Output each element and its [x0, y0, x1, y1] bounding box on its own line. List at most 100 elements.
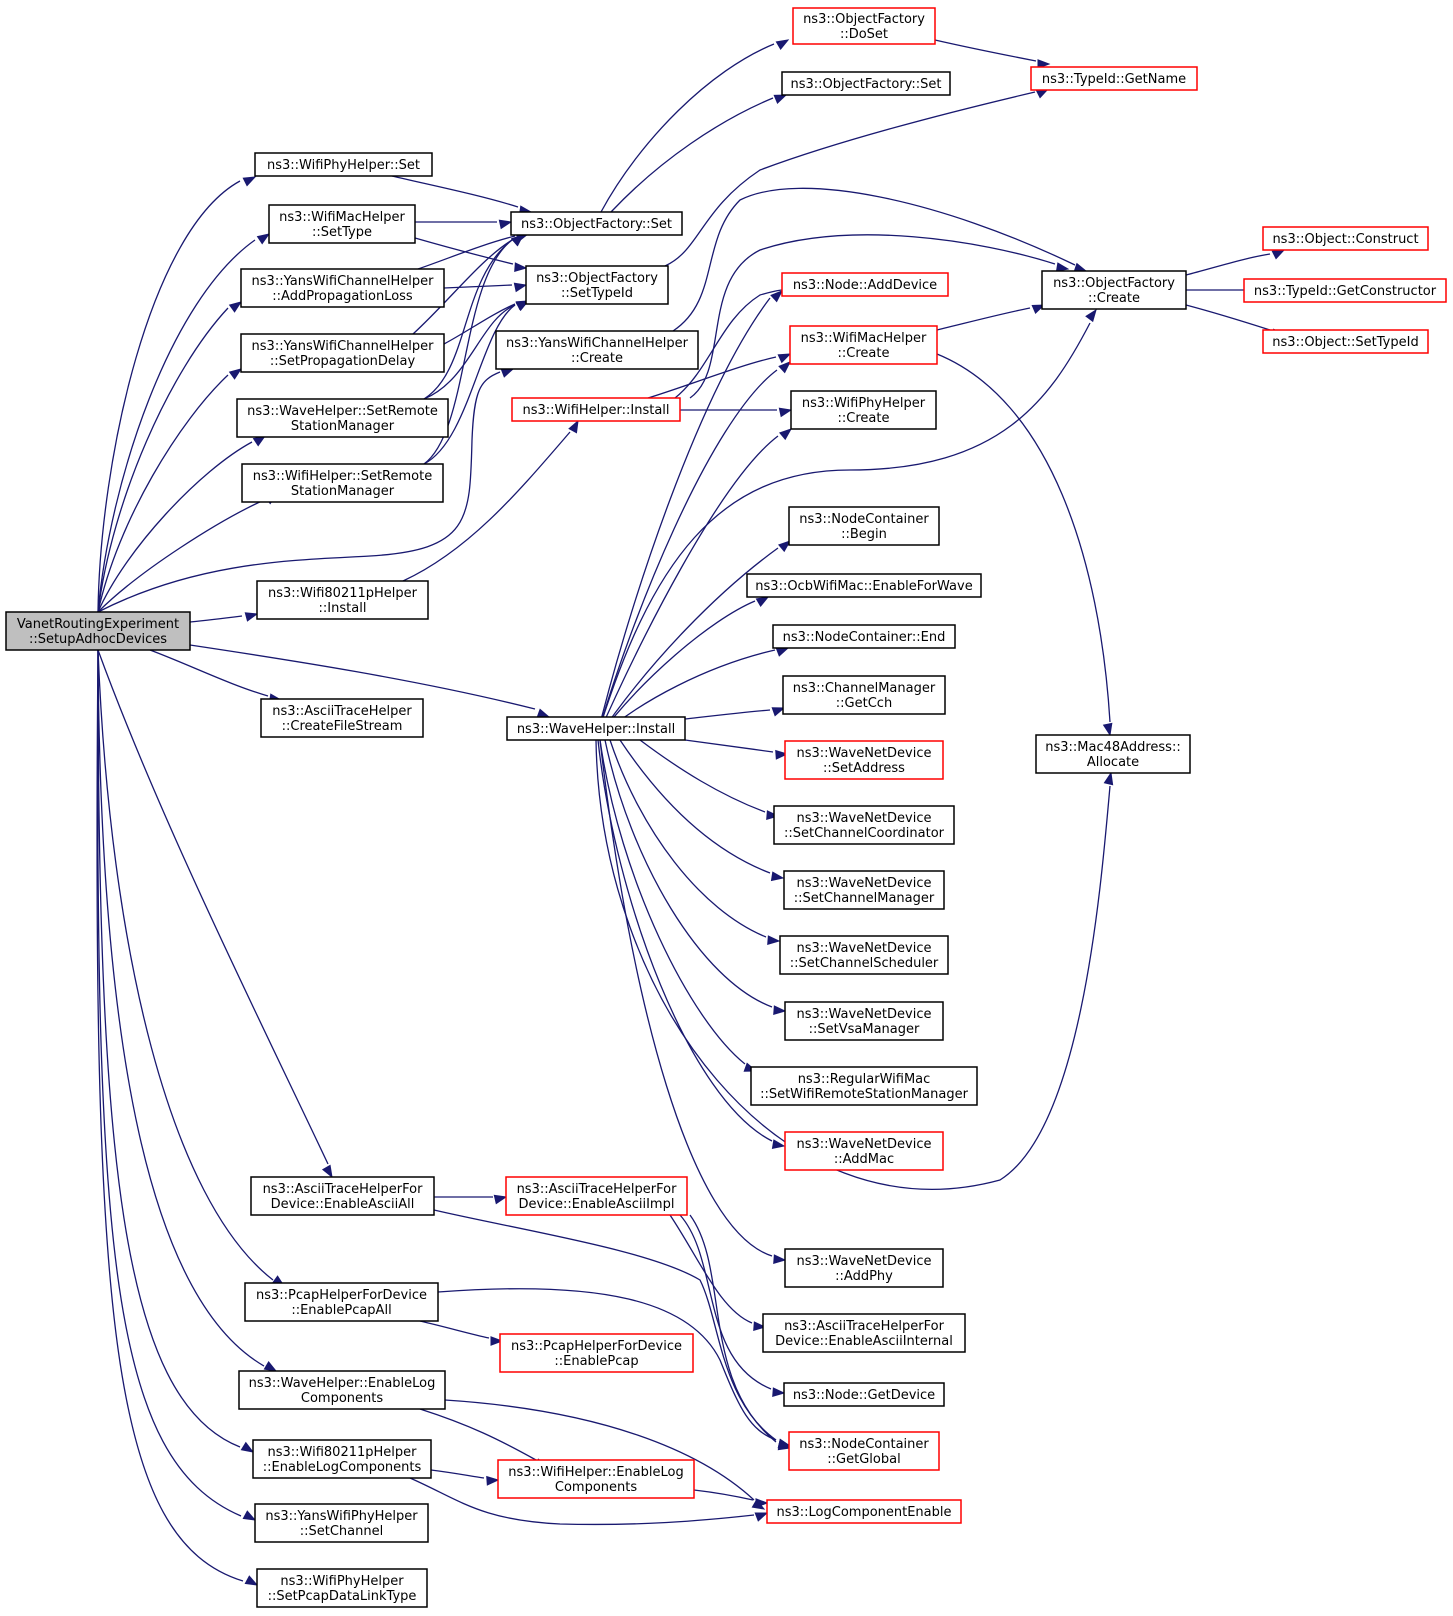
- edge-wifimac_settype-to-of_settypeid: [414, 237, 514, 265]
- node-label-line: StationManager: [291, 419, 395, 434]
- node-ascii-createfilestream[interactable]: ns3::AsciiTraceHelper::CreateFileStream: [260, 698, 424, 738]
- arrowhead-ascii_enableimpl-to-ascii_enableinternal: [753, 1321, 767, 1332]
- arrowhead-wave_install-to-wnd_setchcoord: [766, 810, 780, 820]
- node-obj-settypeid[interactable]: ns3::Object::SetTypeId: [1262, 329, 1429, 354]
- node-box: [762, 1313, 966, 1353]
- node-cm-getcch[interactable]: ns3::ChannelManager::GetCch: [782, 675, 946, 715]
- node-wifiphy-set[interactable]: ns3::WifiPhyHelper::Set: [254, 152, 433, 177]
- node-wifiphy-create[interactable]: ns3::WifiPhyHelper::Create: [790, 390, 937, 430]
- node-box: [788, 1431, 940, 1471]
- node-obj-construct[interactable]: ns3::Object::Construct: [1262, 226, 1429, 251]
- node-box: [788, 506, 940, 546]
- node-wifimac-settype[interactable]: ns3::WifiMacHelper::SetType: [268, 204, 416, 244]
- node-of-settypeid[interactable]: ns3::ObjectFactory::SetTypeId: [525, 265, 669, 305]
- node-of-set[interactable]: ns3::ObjectFactory::Set: [510, 211, 683, 236]
- arrowhead-wifi_enablelog-to-log_enable: [755, 1498, 769, 1508]
- node-label-line: ::EnablePcapAll: [291, 1303, 391, 1318]
- node-nc-begin[interactable]: ns3::NodeContainer::Begin: [788, 506, 940, 546]
- node-node-getdevice[interactable]: ns3::Node::GetDevice: [783, 1382, 945, 1407]
- node-wave-install[interactable]: ns3::WaveHelper::Install: [506, 716, 686, 741]
- node-pcap-enablepcap[interactable]: ns3::PcapHelperForDevice::EnablePcap: [499, 1333, 694, 1373]
- node-wnd-setchcoord[interactable]: ns3::WaveNetDevice::SetChannelCoordinato…: [773, 805, 955, 845]
- arrowhead-root-to-ascii_enableall: [321, 1164, 333, 1179]
- node-box: [773, 805, 955, 845]
- node-box: [784, 1248, 944, 1288]
- node-label-line: Device::EnableAsciiInternal: [775, 1334, 953, 1349]
- node-ascii-enableinternal[interactable]: ns3::AsciiTraceHelperForDevice::EnableAs…: [762, 1313, 966, 1353]
- node-label-line: ::SetTypeId: [561, 286, 633, 301]
- node-rwm-setremote[interactable]: ns3::RegularWifiMac::SetWifiRemoteStatio…: [750, 1066, 978, 1106]
- node-of-create[interactable]: ns3::ObjectFactory::Create: [1041, 270, 1187, 310]
- node-of-set2[interactable]: ns3::ObjectFactory::Set: [781, 71, 951, 96]
- node-wnd-setaddress[interactable]: ns3::WaveNetDevice::SetAddress: [784, 740, 944, 780]
- node-pcap-enableall[interactable]: ns3::PcapHelperForDevice::EnablePcapAll: [244, 1282, 439, 1322]
- node-label-line: ns3::WaveNetDevice: [796, 1007, 931, 1022]
- node-box: [746, 573, 982, 598]
- node-nc-end[interactable]: ns3::NodeContainer::End: [772, 624, 956, 649]
- edge-wave_install-to-wnd_addphy: [599, 739, 773, 1257]
- arrowhead-wifi_setremote-to-of_settypeid: [515, 300, 530, 312]
- node-wifi-install[interactable]: ns3::WifiHelper::Install: [511, 397, 681, 422]
- arrowhead-wave_install-to-wnd_setchmgr: [770, 871, 785, 882]
- edge-wifimac_create-to-of_create: [936, 307, 1031, 331]
- node-label-line: ns3::WaveNetDevice: [796, 811, 931, 826]
- node-label-line: ::GetCch: [836, 696, 892, 711]
- node-label-line: ::EnableLogComponents: [263, 1460, 422, 1475]
- edge-wifi80211p_enablelog-to-wifi_enablelog: [430, 1469, 485, 1479]
- node-wave-enablelog[interactable]: ns3::WaveHelper::EnableLogComponents: [238, 1370, 446, 1410]
- node-label-line: ns3::TypeId::GetName: [1042, 72, 1186, 87]
- edge-wave_install-to-wifiphy_create: [595, 435, 779, 741]
- node-log-enable[interactable]: ns3::LogComponentEnable: [766, 1499, 962, 1524]
- node-wifi-enablelog[interactable]: ns3::WifiHelper::EnableLogComponents: [497, 1459, 695, 1499]
- node-label-line: ns3::ObjectFactory: [536, 271, 658, 286]
- node-ascii-enableimpl[interactable]: ns3::AsciiTraceHelperForDevice::EnableAs…: [505, 1176, 688, 1216]
- node-ascii-enableall[interactable]: ns3::AsciiTraceHelperForDevice::EnableAs…: [250, 1176, 435, 1216]
- node-wnd-setvsa[interactable]: ns3::WaveNetDevice::SetVsaManager: [784, 1001, 944, 1041]
- node-wifiphy-setpcap[interactable]: ns3::WifiPhyHelper::SetPcapDataLinkType: [256, 1568, 428, 1608]
- arrowhead-root-to-yansphy_setchannel: [242, 1510, 257, 1521]
- arrowhead-wave_install-to-wnd_setaddress: [775, 749, 789, 760]
- node-typeid-getctor[interactable]: ns3::TypeId::GetConstructor: [1243, 278, 1447, 303]
- arrowhead-of_create-to-obj_construct: [1271, 249, 1286, 260]
- node-box: [497, 1459, 695, 1499]
- arrowhead-wave_install-to-nc_begin: [778, 540, 792, 553]
- edge-of_set-to-of_doset: [600, 43, 775, 213]
- arrowhead-wifi_install-to-of_create: [1055, 262, 1070, 272]
- arrowhead-wifi_install-to-wifimac_create: [777, 353, 792, 364]
- node-box: [1041, 270, 1187, 310]
- node-nc-getglobal[interactable]: ns3::NodeContainer::GetGlobal: [788, 1431, 940, 1471]
- edge-wave_install-to-wnd_setchsched: [609, 739, 767, 938]
- node-wnd-setchsched[interactable]: ns3::WaveNetDevice::SetChannelScheduler: [779, 935, 949, 975]
- node-wifimac-create[interactable]: ns3::WifiMacHelper::Create: [789, 325, 938, 365]
- node-ocb-enableforwave[interactable]: ns3::OcbWifiMac::EnableForWave: [746, 573, 982, 598]
- arrowhead-of_set-to-of_doset: [775, 39, 790, 51]
- node-node-adddevice[interactable]: ns3::Node::AddDevice: [781, 272, 949, 297]
- node-label-line: ns3::WaveNetDevice: [796, 1137, 931, 1152]
- node-wnd-addmac[interactable]: ns3::WaveNetDevice::AddMac: [784, 1131, 944, 1171]
- arrowhead-root-to-yans_create: [500, 368, 515, 378]
- node-box: [256, 580, 429, 620]
- node-wifi80211p-enablelog[interactable]: ns3::Wifi80211pHelper::EnableLogComponen…: [252, 1439, 432, 1479]
- node-typeid-getname[interactable]: ns3::TypeId::GetName: [1030, 66, 1198, 91]
- node-label-line: ::SetPcapDataLinkType: [268, 1589, 417, 1604]
- edge-yans_setpropdelay-to-of_settypeid: [443, 303, 516, 345]
- edge-wave_install-to-nc_begin: [595, 547, 779, 741]
- node-label-line: ns3::LogComponentEnable: [776, 1505, 951, 1520]
- node-wifi80211p-install[interactable]: ns3::Wifi80211pHelper::Install: [256, 580, 429, 620]
- node-root[interactable]: VanetRoutingExperiment::SetupAdhocDevice…: [5, 611, 191, 651]
- node-box: [238, 1370, 446, 1410]
- node-label-line: ns3::WifiPhyHelper: [802, 396, 926, 411]
- node-yans-create[interactable]: ns3::YansWifiChannelHelper::Create: [495, 330, 699, 370]
- node-yans-setpropdelay[interactable]: ns3::YansWifiChannelHelper::SetPropagati…: [240, 333, 445, 373]
- edge-root-to-wifimac_settype: [97, 239, 256, 613]
- node-mac48-allocate[interactable]: ns3::Mac48Address::Allocate: [1035, 734, 1191, 774]
- node-yansphy-setchannel[interactable]: ns3::YansWifiPhyHelper::SetChannel: [254, 1503, 429, 1543]
- node-wnd-setchmgr[interactable]: ns3::WaveNetDevice::SetChannelManager: [783, 870, 945, 910]
- node-yans-addproploss[interactable]: ns3::YansWifiChannelHelper::AddPropagati…: [240, 268, 445, 308]
- node-label-line: ns3::Node::GetDevice: [793, 1388, 935, 1403]
- node-of-doset[interactable]: ns3::ObjectFactory::DoSet: [792, 7, 936, 45]
- node-wnd-addphy[interactable]: ns3::WaveNetDevice::AddPhy: [784, 1248, 944, 1288]
- node-label-line: ns3::YansWifiChannelHelper: [252, 339, 435, 354]
